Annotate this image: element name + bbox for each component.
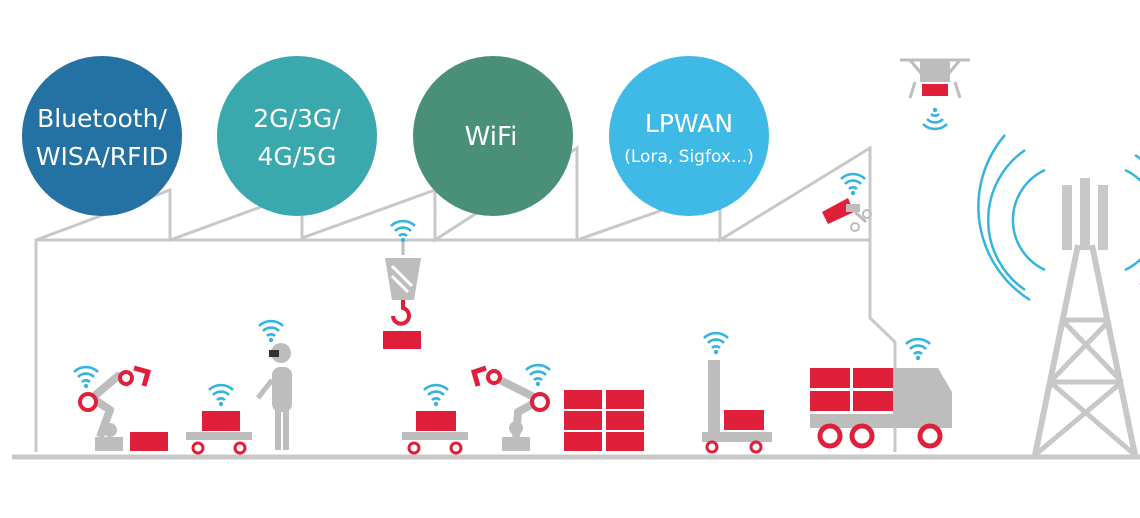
bubble-lpwan-line-2: (Lora, Sigfox...) — [624, 147, 754, 167]
stacked-boxes — [564, 390, 644, 451]
truck-icon — [810, 337, 952, 449]
bubble-bluetooth: Bluetooth/ WISA/RFID — [22, 56, 182, 216]
worker-icon — [256, 319, 292, 450]
bubble-bluetooth-circle — [22, 56, 182, 216]
bubble-cellular-circle — [217, 56, 377, 216]
bubble-cellular-line-1: 2G/3G/ — [253, 104, 341, 133]
forklift-icon — [702, 331, 772, 454]
cart-icon — [186, 383, 252, 455]
bubble-wifi-line-1: WiFi — [465, 122, 518, 152]
bubble-lpwan-circle — [609, 56, 769, 216]
cart-icon — [402, 383, 468, 455]
bubble-cellular-line-2: 4G/5G — [258, 142, 337, 171]
bubble-bluetooth-line-2: WISA/RFID — [36, 142, 168, 171]
bubble-bluetooth-line-1: Bluetooth/ — [37, 104, 167, 133]
drone-icon — [900, 58, 970, 131]
cell-tower-icon — [977, 134, 1140, 457]
bubble-lpwan-line-1: LPWAN — [645, 109, 733, 138]
bubble-wifi-circle — [413, 56, 573, 216]
bubble-wifi: WiFi — [413, 56, 573, 216]
crane-hook-icon — [383, 219, 421, 349]
bubble-cellular: 2G/3G/ 4G/5G — [217, 56, 377, 216]
security-camera-icon — [822, 172, 872, 232]
bubble-lpwan: LPWAN (Lora, Sigfox...) — [609, 56, 769, 216]
robot-arm-icon — [72, 365, 168, 451]
tower-signal-waves — [977, 134, 1140, 302]
robot-arm-icon — [470, 363, 552, 451]
